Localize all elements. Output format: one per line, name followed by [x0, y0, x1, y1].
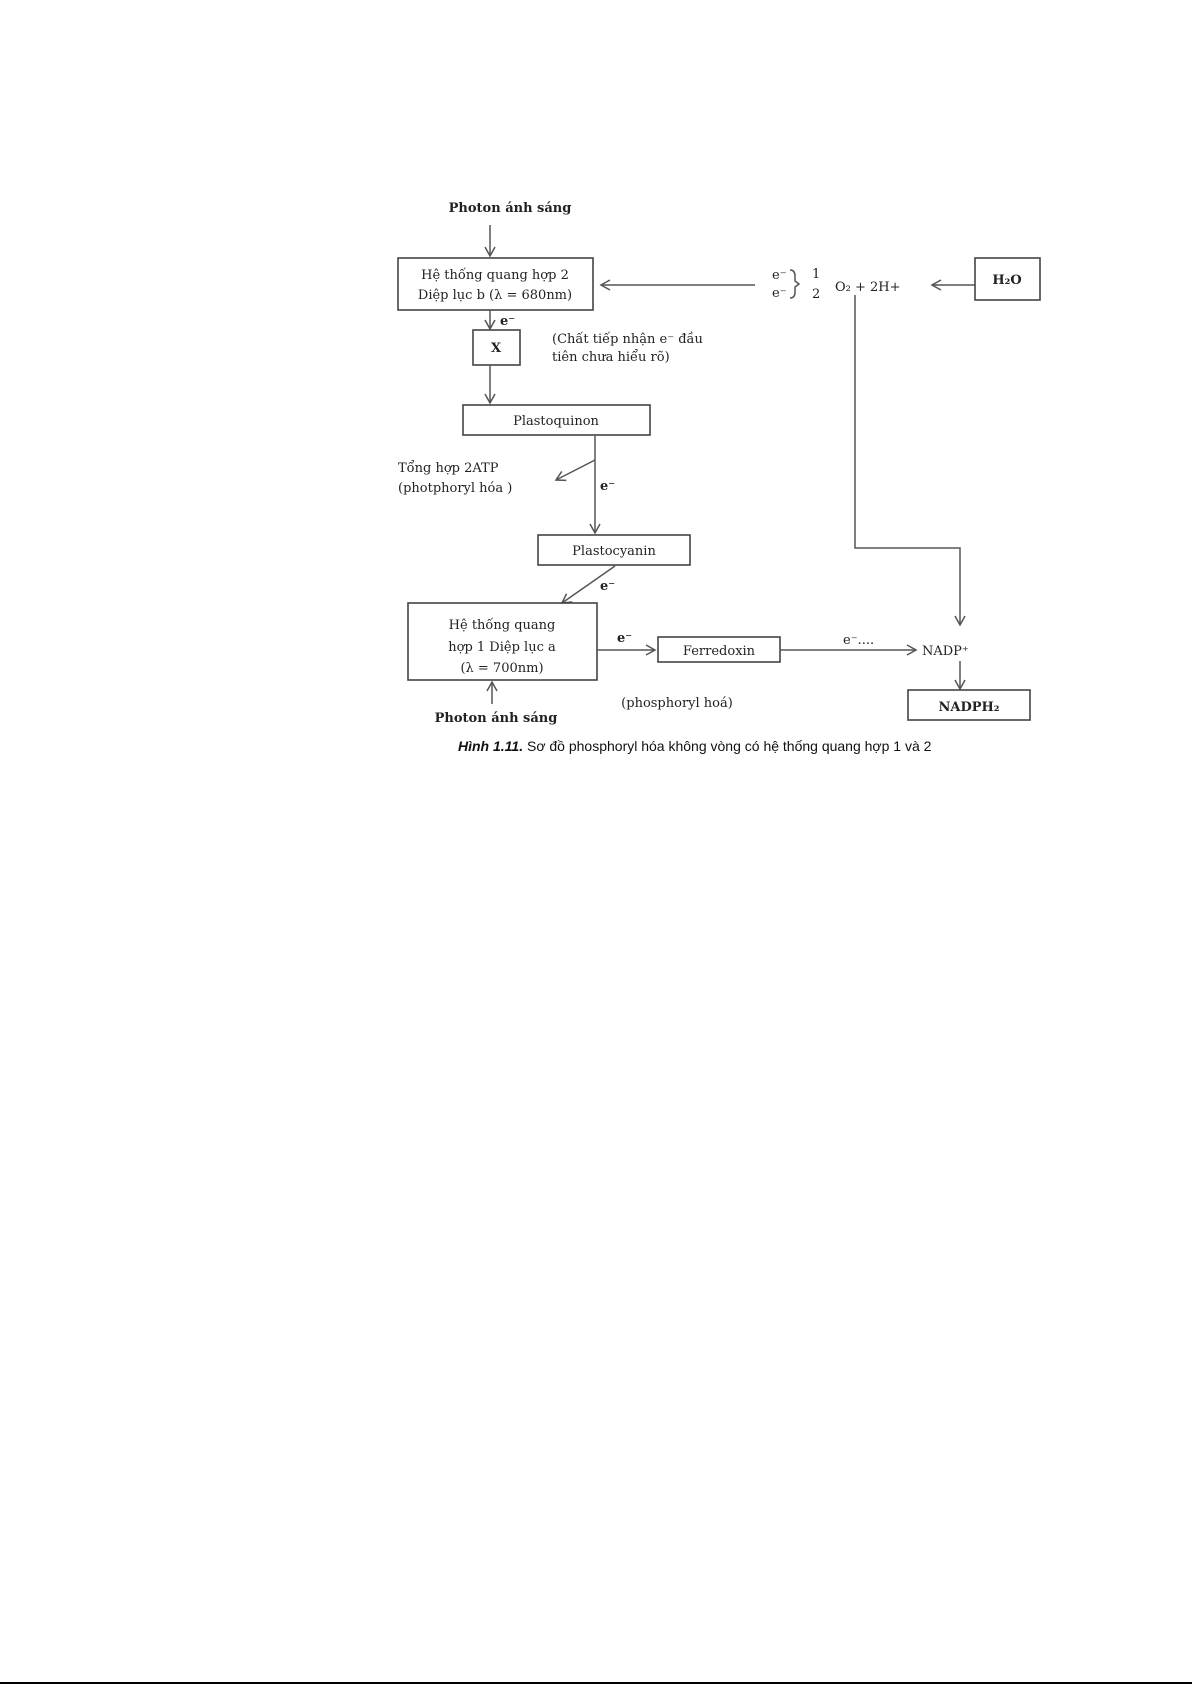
- ps1-line2: hợp 1 Diệp lục a: [448, 640, 556, 655]
- atp-line2: (photphoryl hóa ): [398, 481, 512, 496]
- ps1-line1: Hệ thống quang: [449, 617, 556, 633]
- electron-label-ps1: e⁻: [617, 631, 632, 646]
- plastoquinon-box: [462, 404, 651, 436]
- atp-line1: Tổng hợp 2ATP: [398, 460, 499, 476]
- x-box: [472, 329, 521, 366]
- ps1-line3: (λ = 700nm): [460, 661, 543, 676]
- electron-dots-label: e⁻....: [843, 633, 874, 648]
- plastocyanin-to-ps1-arrow: [560, 565, 616, 604]
- phosphoryl-note: (phosphoryl hoá): [621, 696, 733, 711]
- ps1-box: [407, 602, 598, 681]
- electron-label-ps2: e⁻: [500, 314, 515, 329]
- caption-label: Hình 1.11.: [458, 738, 523, 754]
- electron-label-pc: e⁻: [600, 579, 615, 594]
- electron-1: e⁻: [772, 268, 787, 283]
- nadph-box: [907, 689, 1031, 721]
- half-numerator: 1: [812, 267, 820, 282]
- bottom-rule: [0, 1682, 1192, 1684]
- x-label: X: [491, 341, 502, 356]
- nadp-label: NADP⁺: [922, 644, 969, 659]
- plastocyanin-label: Plastocyanin: [572, 544, 656, 559]
- electron-2: e⁻: [772, 286, 787, 301]
- caption-text: Sơ đồ phosphoryl hóa không vòng có hệ th…: [523, 738, 932, 754]
- proton-path-arrow: [854, 295, 966, 627]
- water-box: [974, 257, 1041, 301]
- x-note-line1: (Chất tiếp nhận e⁻ đầu: [552, 331, 703, 347]
- ps2-line2: Diệp lục b (λ = 680nm): [418, 288, 572, 303]
- photon-bottom-label: Photon ánh sáng: [435, 711, 558, 726]
- x-note-line2: tiên chưa hiểu rõ): [552, 349, 670, 365]
- nadph-label: NADPH₂: [939, 700, 1000, 715]
- half-denominator: 2: [812, 287, 820, 302]
- plastocyanin-box: [537, 534, 691, 566]
- electron-label-pq: e⁻: [600, 479, 615, 494]
- water-split-label: O₂ + 2H+: [835, 280, 901, 295]
- ps2-box: [397, 257, 594, 311]
- photon-top-label: Photon ánh sáng: [449, 201, 572, 216]
- ferredoxin-label: Ferredoxin: [683, 644, 756, 659]
- plastoquinon-label: Plastoquinon: [513, 414, 599, 429]
- brace: [789, 269, 801, 299]
- figure-caption: Hình 1.11. Sơ đồ phosphoryl hóa không vò…: [458, 738, 932, 754]
- ps2-line1: Hệ thống quang hợp 2: [421, 267, 569, 283]
- atp-branch-arrow: [554, 459, 596, 482]
- water-label: H₂O: [992, 273, 1021, 288]
